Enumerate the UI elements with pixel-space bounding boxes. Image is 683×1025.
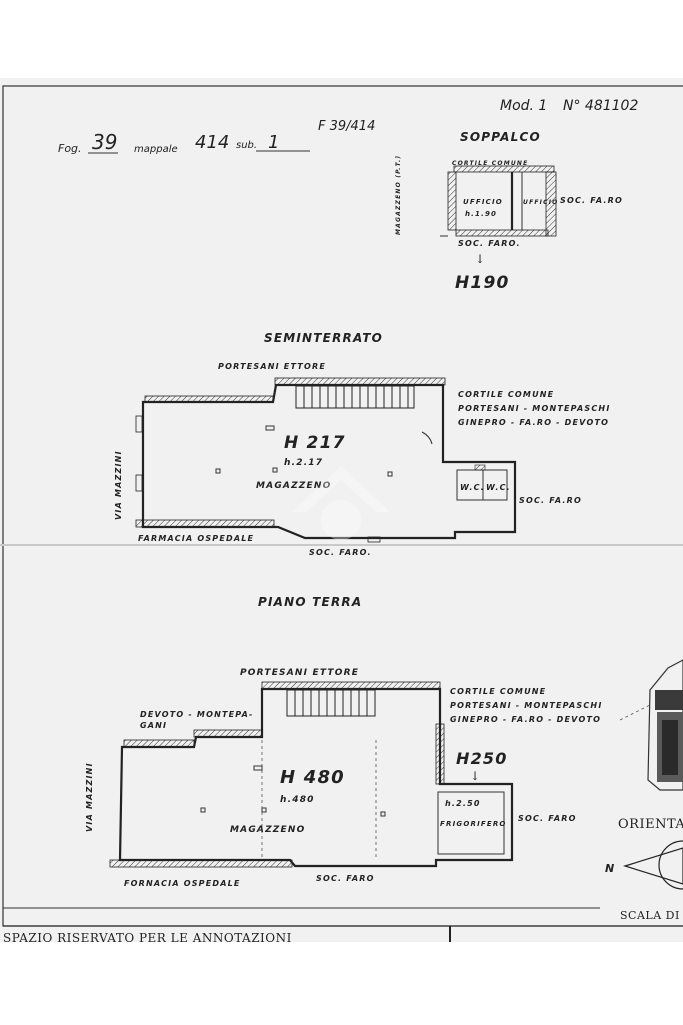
- piano-terra-nw-line-2: GANI: [140, 721, 167, 730]
- soppalco-title: SOPPALCO: [460, 130, 541, 144]
- piano-terra-height-small: h.480: [280, 795, 315, 805]
- piano-terra-south-label: SOC. FARO: [316, 874, 375, 883]
- mappale-value: 414: [195, 132, 229, 153]
- foglio-label: Fog.: [58, 142, 82, 155]
- piano-terra-title: PIANO TERRA: [258, 595, 362, 609]
- piano-terra-west-label: VIA MAZZINI: [85, 762, 94, 832]
- mappale-label: mappale: [134, 144, 178, 155]
- sub-label: sub.: [236, 140, 257, 151]
- seminterrato-height-small: h.2.17: [284, 458, 323, 468]
- seminterrato-west-label: VIA MAZZINI: [114, 450, 123, 520]
- piano-terra-room-label: MAGAZZENO: [230, 825, 305, 835]
- seminterrato-east-label: SOC. FA.RO: [519, 496, 582, 505]
- soppalco-room-2: UFFICIO: [523, 199, 558, 206]
- seminterrato-room-label: MAGAZZENO: [256, 481, 331, 491]
- soppalco-height: H190: [455, 273, 510, 293]
- soppalco-plan: [440, 165, 557, 237]
- pointer-line: [619, 704, 651, 721]
- north-label: N: [605, 862, 615, 875]
- seminterrato-north-label: PORTESANI ETTORE: [218, 362, 326, 371]
- frigorifero-height: h.2.50: [445, 799, 481, 808]
- soppalco-west-label: MAGAZZENO (P.T.): [395, 155, 402, 235]
- seminterrato-south-label: SOC. FARO.: [309, 548, 372, 557]
- soppalco-room-1-height: h.1.90: [465, 210, 497, 218]
- piano-terra-height: H 480: [280, 767, 345, 788]
- soppalco-south-label: SOC. FARO.: [458, 239, 521, 248]
- frigorifero-label: FRIGORIFERO: [440, 820, 507, 828]
- seminterrato-ne-line-3: GINEPRO - FA.RO - DEVOTO: [458, 418, 609, 427]
- ref-note: F 39/414: [318, 119, 375, 134]
- compass-icon: [622, 840, 683, 890]
- soppalco-east-label: SOC. FA.RO: [560, 196, 623, 205]
- soppalco-room-1: UFFICIO: [463, 198, 503, 206]
- seminterrato-ne-line-1: CORTILE COMUNE: [458, 390, 554, 399]
- piano-terra-sw-label: FORNACIA OSPEDALE: [124, 879, 241, 888]
- piano-terra-east-label: SOC. FARO: [518, 814, 577, 823]
- watermark-house-icon: [292, 466, 390, 540]
- piano-terra-height-2: H250: [456, 749, 508, 768]
- cadastral-sheet: Mod. 1 N° 481102 Fog. 39 mappale 414 sub…: [0, 78, 683, 942]
- orientation-label: ORIENTA: [618, 817, 683, 832]
- piano-terra-ne-line-1: CORTILE COMUNE: [450, 687, 546, 696]
- protocol-number: N° 481102: [563, 98, 638, 114]
- soppalco-north-label: CORTILE COMUNE: [452, 160, 528, 167]
- floor-plan-drawing: Mod. 1 N° 481102 Fog. 39 mappale 414 sub…: [0, 85, 683, 942]
- soppalco-arrow-icon: ↓: [475, 252, 486, 266]
- piano-terra-nw-line-1: DEVOTO - MONTEPA-: [140, 710, 254, 719]
- piano-terra-ne-line-2: PORTESANI - MONTEPASCHI: [450, 701, 603, 710]
- piano-terra-plan: [109, 681, 514, 868]
- seminterrato-height: H 217: [284, 433, 346, 453]
- seminterrato-sw-label: FARMACIA OSPEDALE: [138, 534, 254, 543]
- seminterrato-ne-line-2: PORTESANI - MONTEPASCHI: [458, 404, 611, 413]
- seminterrato-plan: [135, 377, 517, 543]
- scale-label: SCALA DI: [620, 909, 680, 922]
- sub-value: 1: [268, 132, 279, 153]
- reserved-space-text: SPAZIO RISERVATO PER LE ANNOTAZIONI: [3, 931, 292, 942]
- piano-terra-north-label: PORTESANI ETTORE: [240, 668, 359, 678]
- piano-terra-arrow-icon: ↓: [470, 769, 481, 783]
- seminterrato-title: SEMINTERRATO: [264, 331, 383, 345]
- wc-label-2: W.C.: [486, 483, 511, 492]
- foglio-value: 39: [92, 130, 117, 154]
- official-stamp: [647, 659, 683, 791]
- piano-terra-ne-line-3: GINEPRO - FA.RO - DEVOTO: [450, 715, 601, 724]
- model-text: Mod. 1: [500, 98, 547, 114]
- wc-label-1: W.C.: [460, 483, 485, 492]
